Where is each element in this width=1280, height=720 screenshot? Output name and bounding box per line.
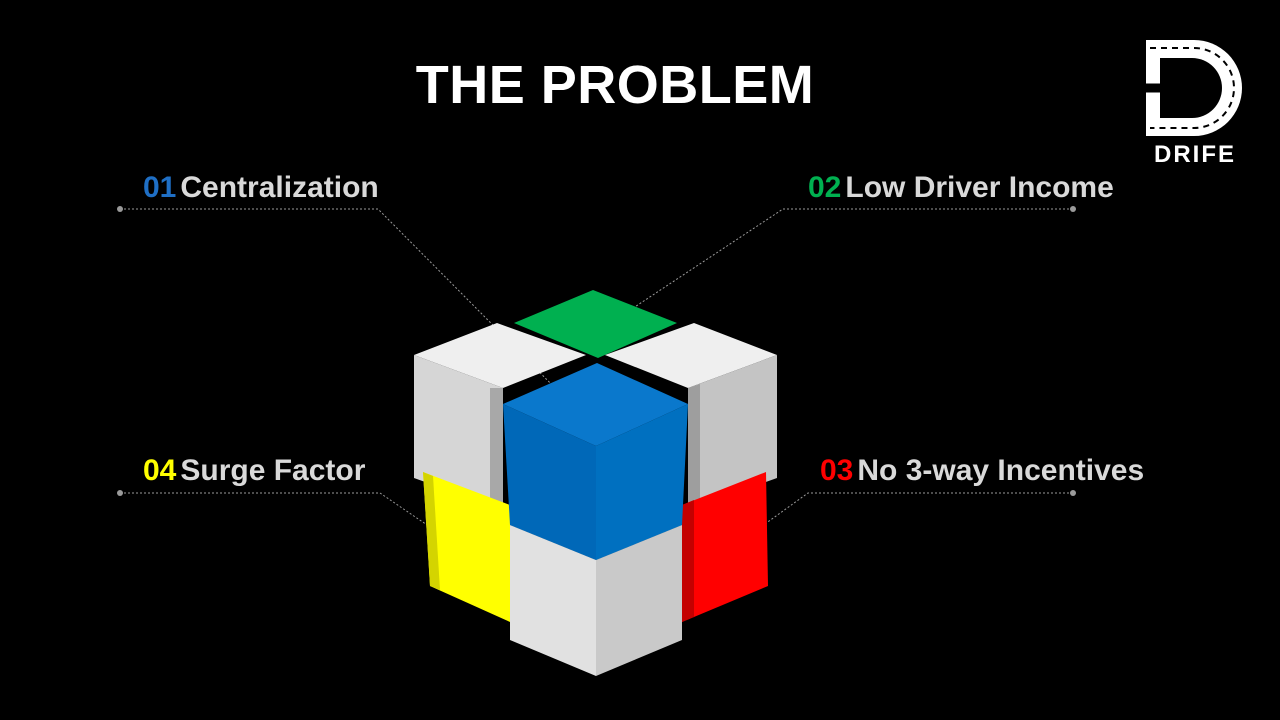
- cube-blue-right: [596, 404, 688, 560]
- cube-white-top-right-side: [688, 355, 777, 510]
- problem-text-03: No 3-way Incentives: [857, 454, 1145, 487]
- cube-white-bottom-right: [596, 525, 682, 676]
- callout-line-04: [120, 492, 459, 547]
- cube-white-top-right-top: [605, 323, 777, 388]
- cube-red-face: [682, 472, 768, 622]
- cube-yellow-face: [423, 472, 510, 622]
- cube-green-top: [514, 290, 677, 358]
- problem-text-04: Surge Factor: [180, 454, 366, 487]
- cube-white-bottom-left: [510, 525, 596, 676]
- problem-number-03: 03: [820, 454, 854, 487]
- cube-white-top-left-top: [414, 323, 586, 388]
- problem-number-04: 04: [143, 454, 177, 487]
- problem-number-02: 02: [808, 171, 842, 204]
- logo-wordmark: DRIFE: [1154, 141, 1236, 168]
- problem-text-02: Low Driver Income: [845, 171, 1114, 204]
- problem-number-01: 01: [143, 171, 177, 204]
- cube-white-top-left-side: [414, 355, 503, 510]
- callout-line-03: [732, 492, 1073, 548]
- cube-blue-left: [503, 404, 596, 560]
- slide-title: THE PROBLEM: [415, 55, 815, 115]
- callout-line-02: [611, 208, 1073, 323]
- problem-text-01: Centralization: [180, 171, 379, 204]
- cube-blue-top: [503, 363, 688, 446]
- drife-logo-icon: [1146, 40, 1242, 136]
